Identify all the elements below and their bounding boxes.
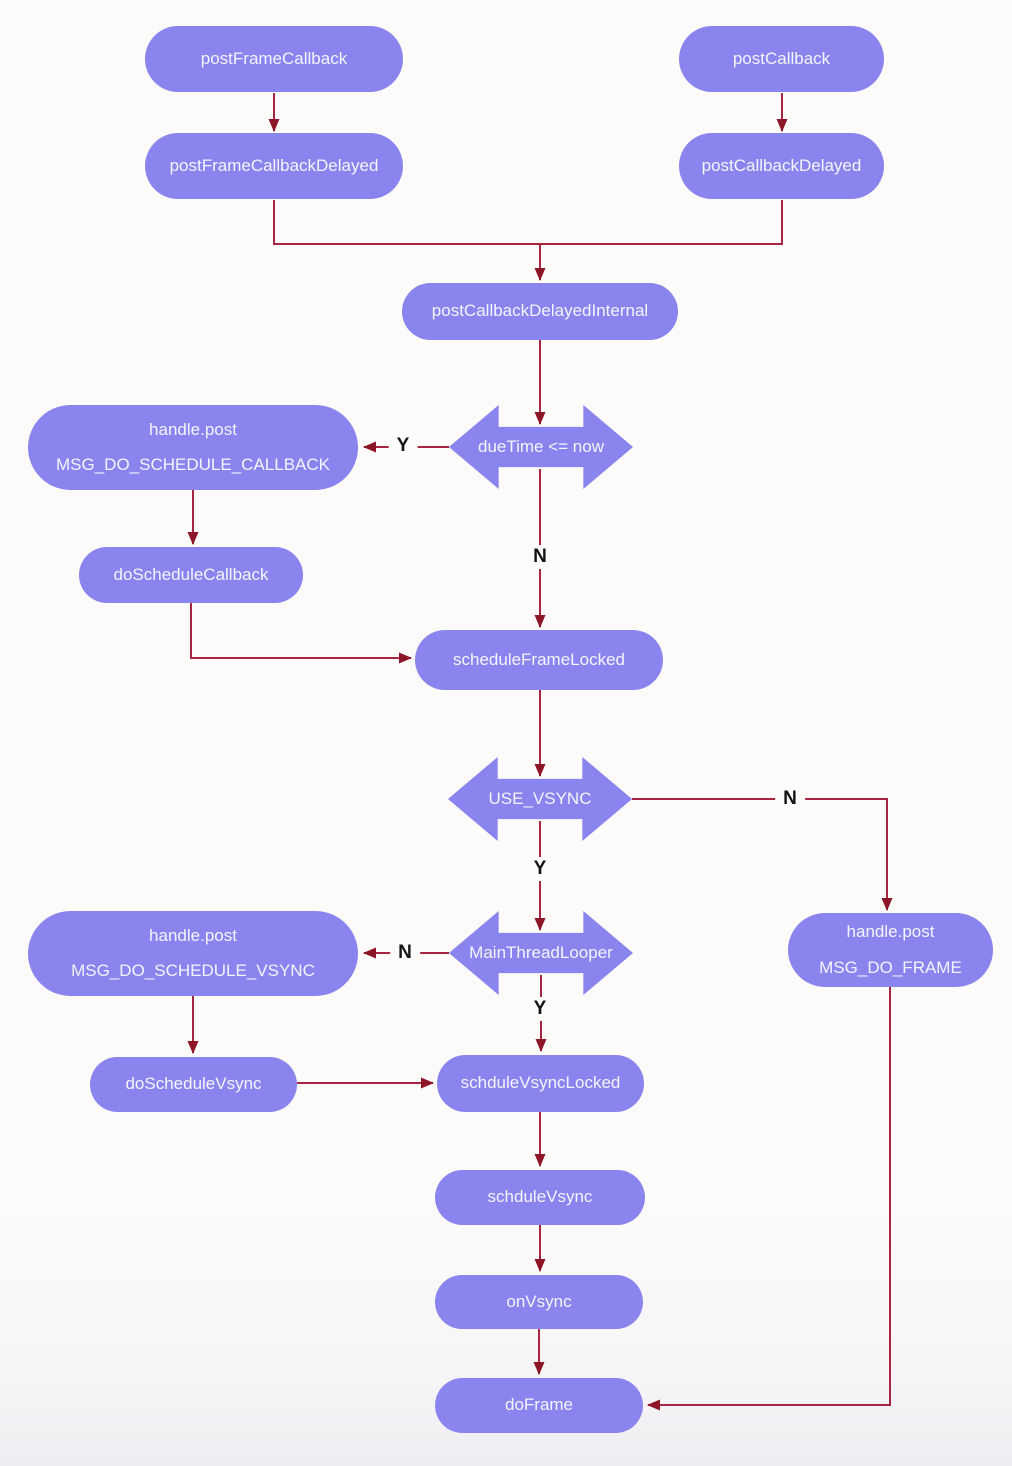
node-handle-post-msg-do-frame: handle.post MSG_DO_FRAME [788,913,993,987]
edge-merge-bus [273,200,783,245]
edge-label-use-vsync-yes: Y [525,857,555,881]
node-label-line2: MSG_DO_SCHEDULE_CALLBACK [56,455,330,474]
node-label: postFrameCallbackDelayed [169,155,379,175]
node-do-schedule-vsync: doScheduleVsync [90,1057,297,1112]
edge-msgdoframe-to-doframe [647,987,891,1411]
node-label: doScheduleVsync [125,1074,262,1094]
node-post-callback: postCallback [679,26,884,92]
node-handle-post-msg-do-schedule-callback: handle.post MSG_DO_SCHEDULE_CALLBACK [28,405,358,490]
edge-label-due-time-yes: Y [388,434,418,458]
node-label: postCallback [732,48,831,68]
decision-label: dueTime <= now [478,437,604,456]
node-label: postFrameCallback [200,48,348,68]
decision-label: MainThreadLooper [469,943,613,962]
node-post-callback-delayed: postCallbackDelayed [679,133,884,199]
node-schdule-vsync: schduleVsync [435,1170,645,1225]
node-post-callback-delayed-internal: postCallbackDelayedInternal [402,283,678,340]
node-label: scheduleFrameLocked [453,649,625,669]
node-do-frame: doFrame [435,1378,643,1433]
decision-label: USE_VSYNC [488,789,592,808]
edge-doschedulecallback-to-schedframelocked [190,603,412,664]
edge-label-use-vsync-no: N [775,787,805,811]
edge-usevsync-no [632,798,893,911]
node-label: postCallbackDelayed [701,155,862,175]
node-schedule-frame-locked: scheduleFrameLocked [415,630,663,690]
node-label-line1: handle.post [149,925,237,945]
node-label: postCallbackDelayedInternal [431,301,649,321]
node-do-schedule-callback: doScheduleCallback [79,547,303,603]
edge-label-main-thread-looper-yes: Y [525,997,555,1021]
node-label-line2: MSG_DO_FRAME [819,957,962,977]
node-post-frame-callback: postFrameCallback [145,26,403,92]
edge-label-main-thread-looper-no: N [390,941,420,965]
node-handle-post-msg-do-schedule-vsync: handle.post MSG_DO_SCHEDULE_VSYNC [28,911,358,996]
node-on-vsync: onVsync [435,1275,643,1329]
node-label: schduleVsync [487,1187,593,1207]
node-label-line1: handle.post [846,922,935,942]
node-schdule-vsync-locked: schduleVsyncLocked [437,1055,644,1112]
node-label-line1: handle.post [149,419,237,439]
node-label: onVsync [506,1291,572,1311]
node-label: schduleVsyncLocked [460,1073,621,1093]
node-post-frame-callback-delayed: postFrameCallbackDelayed [145,133,403,199]
node-label-line2: MSG_DO_SCHEDULE_VSYNC [71,961,315,980]
node-label: doScheduleCallback [113,564,269,584]
edge-label-due-time-no: N [525,545,555,569]
node-label: doFrame [504,1395,574,1415]
